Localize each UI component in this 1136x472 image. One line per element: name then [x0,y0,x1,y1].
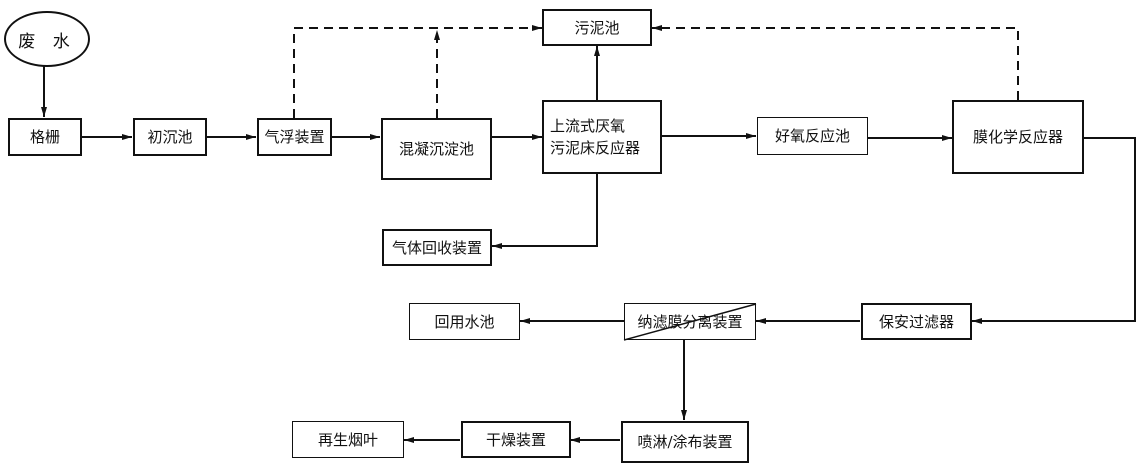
node-label-line2: 污泥床反应器 [550,139,641,157]
edge-flotation-sludge [293,25,542,118]
node-nanofiltration: 纳滤膜分离装置 [624,303,756,340]
node-sludge-tank: 污泥池 [542,9,652,46]
node-label: 气体回收装置 [391,238,482,257]
nanofiltration-diagonal [623,303,757,341]
node-reuse-pool: 回用水池 [409,303,520,340]
node-label: 污泥池 [574,18,620,37]
node-security-filter: 保安过滤器 [861,303,972,340]
node-label: 喷淋/涂布装置 [637,433,733,451]
node-aerobic-tank: 好氧反应池 [757,117,868,155]
edge-membrane-sludge [652,25,1019,100]
node-label: 纳滤膜分离装置 [637,312,743,331]
node-uasb-reactor: 上流式厌氧 污泥床反应器 [542,100,662,174]
node-grille: 格栅 [8,118,82,156]
node-membrane-reactor: 膜化学反应器 [952,100,1084,174]
node-primary-settling: 初沉池 [133,118,207,156]
edge-membrane-filter [972,137,1136,324]
node-reconstituted-tobacco: 再生烟叶 [292,421,404,458]
node-label: 混凝沉淀池 [398,140,474,158]
node-label: 保安过滤器 [878,312,954,331]
node-label: 膜化学反应器 [972,128,1063,146]
node-label: 好氧反应池 [774,127,850,145]
node-label: 干燥装置 [485,430,546,449]
node-label: 气浮装置 [264,128,325,146]
node-label: 格栅 [29,128,60,146]
node-label: 再生烟叶 [317,430,378,449]
node-gas-recovery: 气体回收装置 [382,229,492,266]
node-air-flotation: 气浮装置 [257,118,332,156]
node-label-line1: 上流式厌氧 [550,117,626,135]
node-wastewater: 废 水 [4,11,90,67]
node-coagulation-settling: 混凝沉淀池 [381,118,492,180]
node-label: 初沉池 [147,128,193,146]
edge-uasb-gas [492,173,598,249]
node-label: 回用水池 [434,312,495,331]
node-label: 废 水 [18,31,76,52]
node-drying: 干燥装置 [461,421,571,458]
node-spray-coating: 喷淋/涂布装置 [621,421,749,463]
